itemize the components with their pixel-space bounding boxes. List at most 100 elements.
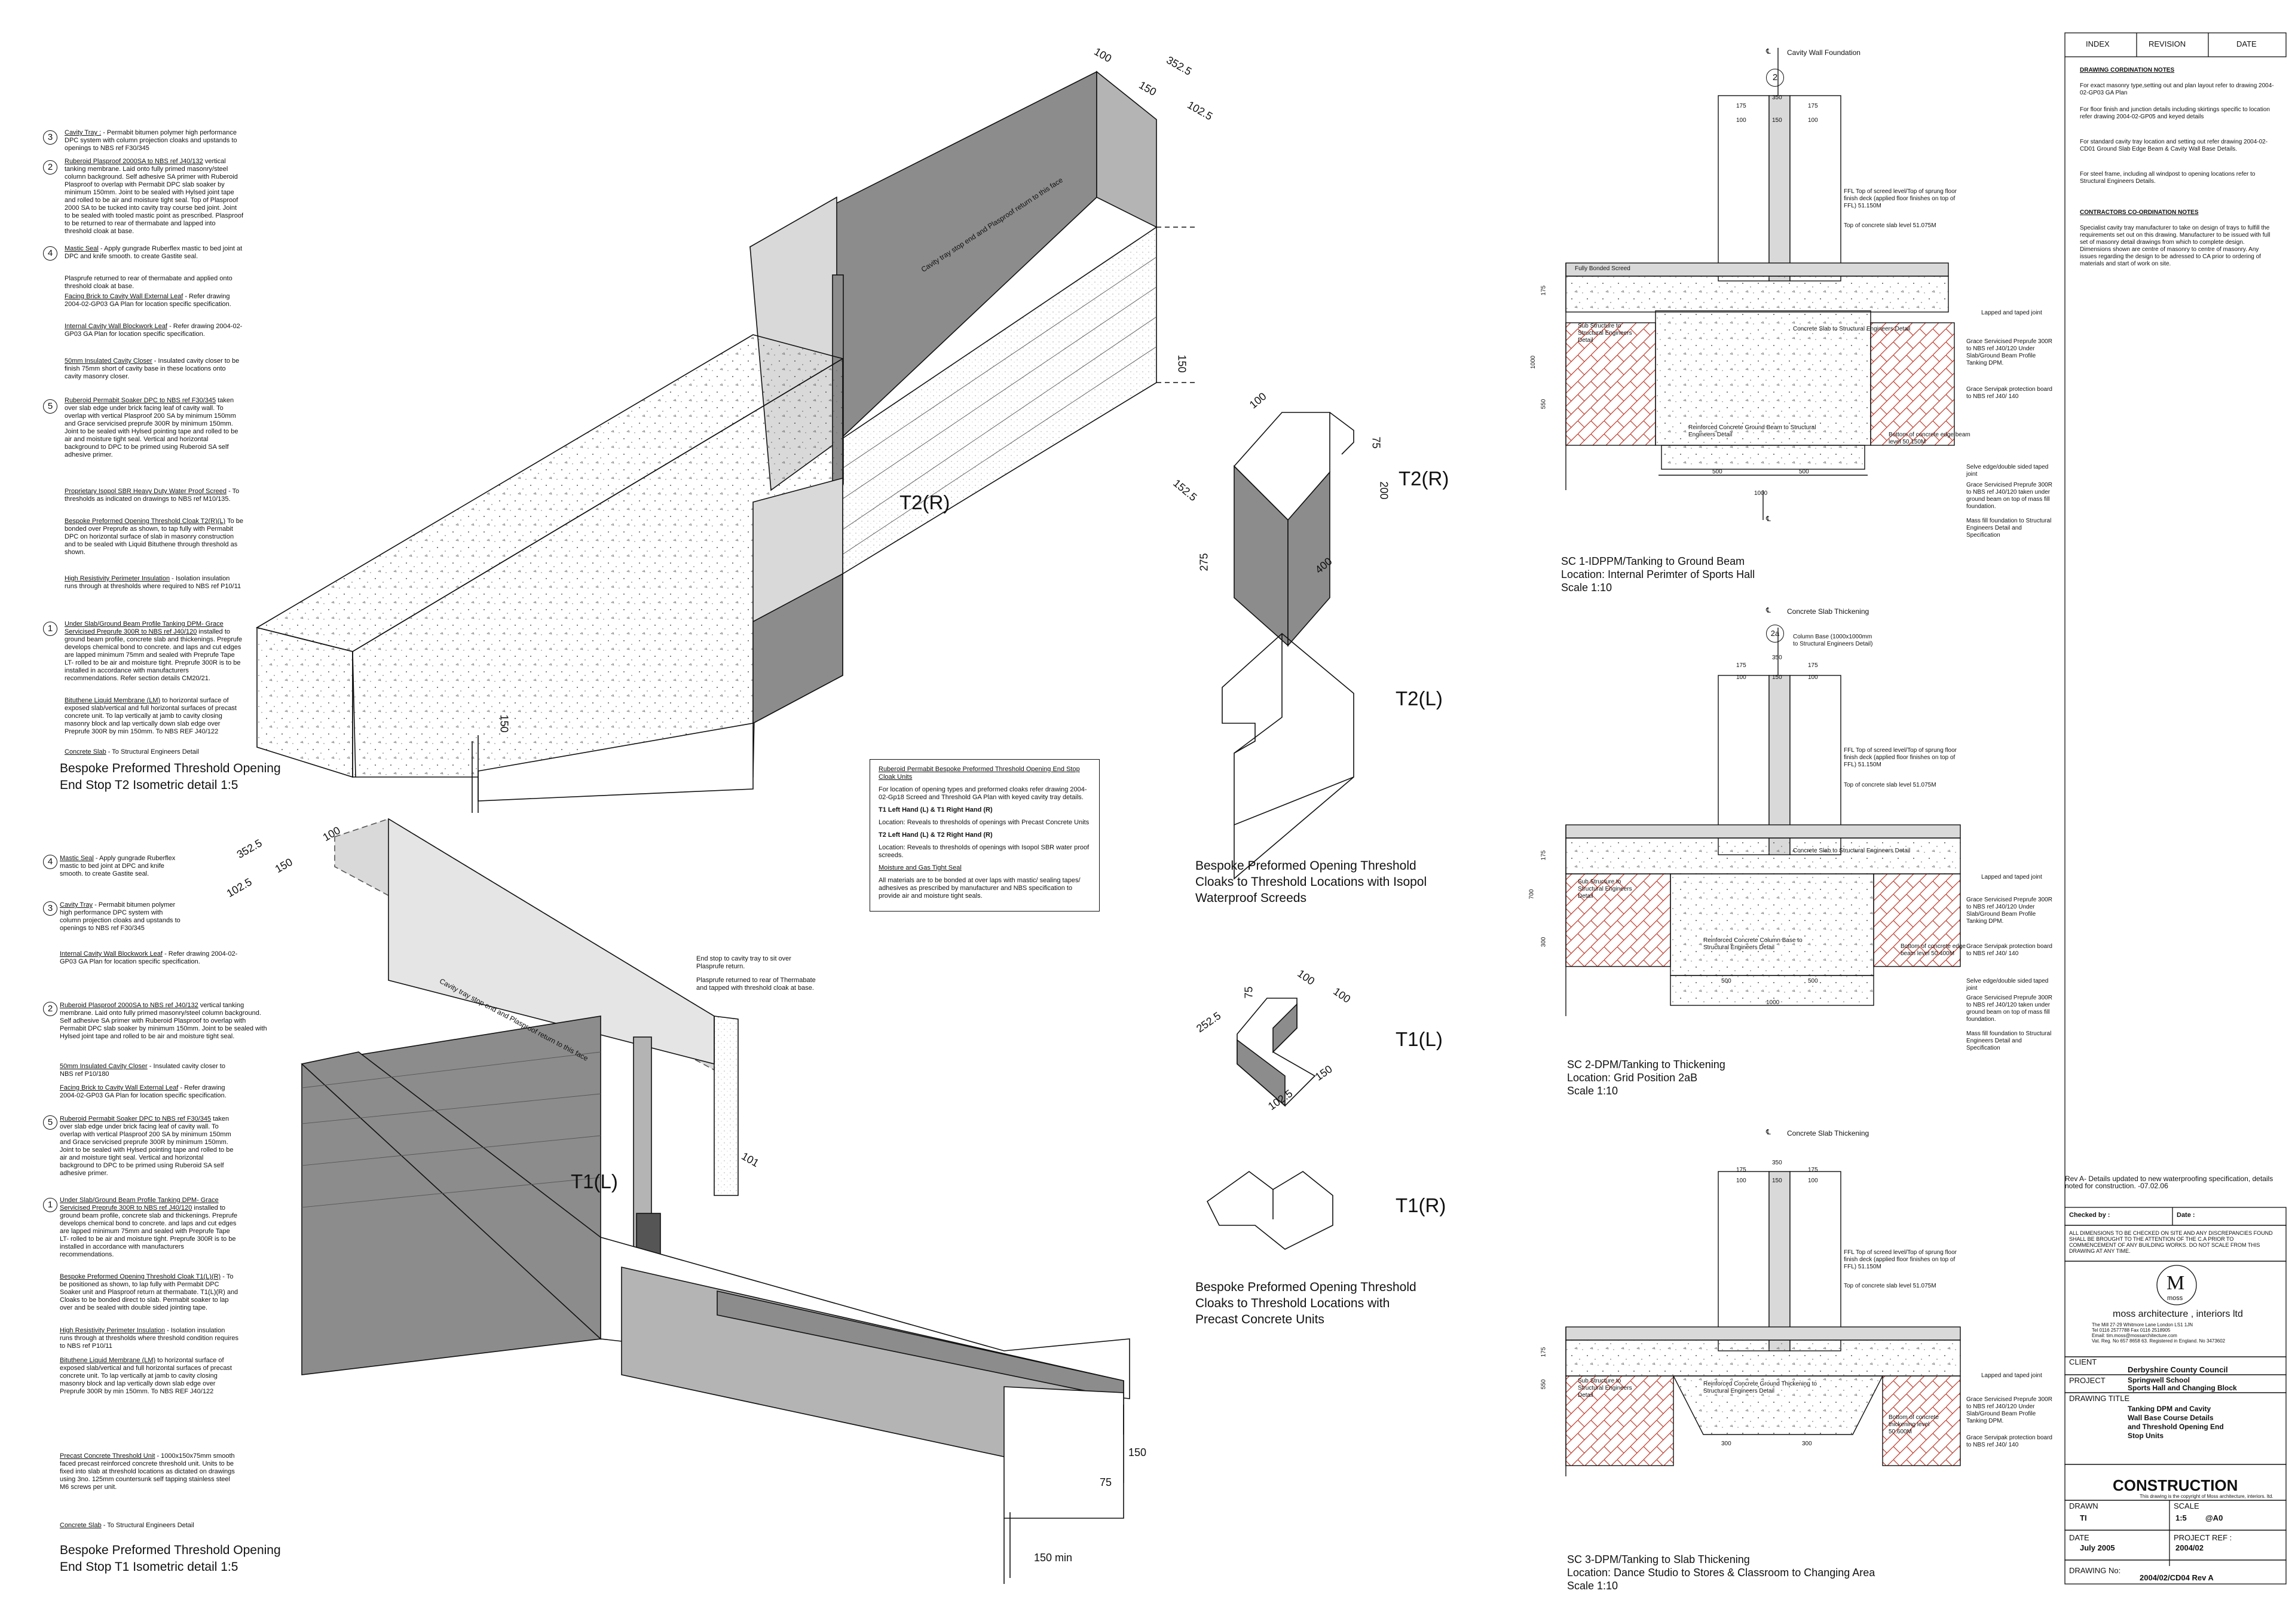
dim-label: 175 — [1808, 1167, 1818, 1173]
iso-t1-side-note: End stop to cavity tray to sit over Plas… — [696, 955, 791, 970]
note-plasprufe-return: Plasprufe returned to rear of thermabate… — [65, 275, 232, 290]
cloak-caption-precast: Bespoke Preformed Opening Threshold Cloa… — [1195, 1280, 1416, 1326]
section-label: Grace Servicised Preprufe 300R to NBS re… — [1966, 897, 2052, 925]
section-label: Grace Servicised Preprufe 300R to NBS re… — [1966, 482, 2052, 510]
section-label: Grace Servicised Preprufe 300R to NBS re… — [1966, 995, 2052, 1023]
note-permabit-soaker: Ruberoid Permabit Soaker DPC to NBS ref … — [65, 397, 238, 458]
cloak-t2r-sketch — [1233, 412, 1354, 647]
drawing-title: and Threshold Opening End — [2128, 1423, 2224, 1431]
note-cavity-tray: Cavity Tray - Permabit bitumen polymer h… — [60, 901, 180, 932]
note-concrete-slab: Concrete Slab - To Structural Engineers … — [60, 1522, 194, 1529]
section-label: Grace Servicised Preprufe 300R to NBS re… — [1966, 338, 2052, 366]
note-number: 5 — [43, 399, 57, 414]
section-label: Top of concrete slab level 51.075M — [1844, 1283, 1936, 1289]
note-under-slab-dpm: Under Slab/Ground Beam Profile Tanking D… — [60, 1197, 238, 1258]
dim-label: 700 — [1528, 889, 1535, 900]
grid-symbol: ℄ — [1766, 1128, 1771, 1136]
dim-label: 275 — [1198, 553, 1210, 571]
project-ref-value: 2004/02 — [2175, 1543, 2204, 1552]
dim-label: 150 min — [1034, 1552, 1073, 1564]
drawn-label: DRAWN — [2069, 1501, 2098, 1510]
note-number: 3 — [43, 901, 57, 916]
client-value: Derbyshire County Council — [2128, 1365, 2228, 1374]
key-notes-box: Ruberoid Permabit Bespoke Preformed Thre… — [870, 759, 1100, 912]
key-notes-text: Location: Reveals to thresholds of openi… — [879, 844, 1090, 859]
section-label: Lapped and taped joint — [1981, 874, 2042, 880]
dim-label: 500 — [1799, 469, 1809, 475]
section-label: FFL Top of screed level/Top of sprung fl… — [1844, 747, 1957, 768]
note-mastic-seal: Mastic Seal - Apply gungrade Ruberflex m… — [65, 245, 243, 260]
scale-paper: @A0 — [2205, 1513, 2223, 1522]
section-label: Fully Bonded Screed — [1575, 265, 1630, 272]
dim-label: 175 — [1736, 103, 1746, 109]
note-number: 5 — [43, 1115, 57, 1130]
cloak-t1l-sketch — [1237, 998, 1316, 1107]
cloak-caption-isopol: Bespoke Preformed Opening Threshold Cloa… — [1195, 859, 1427, 905]
key-notes-heading: Ruberoid Permabit Bespoke Preformed Thre… — [879, 766, 1080, 781]
key-notes-t2-heading: T2 Left Hand (L) & T2 Right Hand (R) — [879, 831, 993, 839]
project-ref-label: PROJECT REF : — [2174, 1533, 2232, 1542]
note-blockwork-leaf: Internal Cavity Wall Blockwork Leaf - Re… — [65, 323, 243, 338]
dim-label: 175 — [1736, 1167, 1746, 1173]
dim-label: 150 — [1772, 674, 1782, 681]
project-value: Springwell School — [2128, 1376, 2190, 1384]
section-label: Bottom of concrete edge beam level 50.15… — [1889, 432, 1970, 445]
note-number: 2 — [43, 160, 57, 175]
section-label: Concrete Slab to Structural Engineers De… — [1793, 848, 1911, 854]
dim-label: 150 — [1128, 1446, 1147, 1458]
key-notes-moisture-heading: Moisture and Gas Tight Seal — [879, 864, 962, 871]
coordination-note: For exact masonry type,setting out and p… — [2080, 82, 2274, 96]
date-value: July 2005 — [2080, 1543, 2115, 1552]
coordination-note: For steel frame, including all windpost … — [2080, 171, 2256, 185]
note-threshold-cloak: Bespoke Preformed Opening Threshold Cloa… — [60, 1273, 238, 1311]
iso-t1-drawing — [301, 818, 1130, 1584]
firm-address: Vat. Reg. No 657 8658 63. Registered in … — [2092, 1338, 2226, 1344]
dim-label: 350 — [1772, 655, 1782, 661]
title-block-frame — [2064, 32, 2287, 1585]
dim-label: 300 — [1802, 1441, 1812, 1447]
dim-label: 100 — [1808, 1178, 1818, 1184]
coordination-note: For standard cavity tray location and se… — [2080, 139, 2268, 152]
iso-t2-drawing — [255, 71, 1195, 813]
dim-label: 175 — [1540, 285, 1547, 296]
logo-letter: M — [2167, 1272, 2185, 1294]
grid-label: Cavity Wall Foundation — [1787, 48, 1861, 57]
section-label: Lapped and taped joint — [1981, 1372, 2042, 1379]
dim-label: 150 — [1772, 1178, 1782, 1184]
section-sc3-caption: SC 3-DPM/Tanking to Slab Thickening Loca… — [1567, 1553, 1875, 1592]
note-isopol-screed: Proprietary Isopol SBR Heavy Duty Water … — [65, 488, 240, 503]
date-label: DATE — [2069, 1533, 2089, 1542]
firm-address: Email: tim.moss@mossarchitecture.com — [2092, 1333, 2177, 1338]
grid-label: Concrete Slab Thickening — [1787, 1129, 1869, 1137]
note-cavity-tray: Cavity Tray : - Permabit bitumen polymer… — [65, 129, 237, 152]
client-label: CLIENT — [2069, 1357, 2097, 1366]
section-sc2-caption: SC 2-DPM/Tanking to Thickening Location:… — [1567, 1059, 1725, 1097]
note-number: 4 — [43, 246, 57, 261]
dim-label: 75 — [1243, 986, 1255, 999]
dim-label: 500 — [1721, 978, 1731, 984]
section-label: Top of concrete slab level 51.075M — [1844, 782, 1936, 788]
grid-number: 2 — [1766, 69, 1784, 87]
dim-label: 100 — [1808, 117, 1818, 124]
grid-label: Concrete Slab Thickening — [1787, 607, 1869, 616]
drawing-title: Stop Units — [2128, 1432, 2164, 1440]
section-label: Reinforced Concrete Column Base to Struc… — [1703, 937, 1803, 951]
iso-t1-tag: T1(L) — [571, 1170, 618, 1192]
section-label: Bottom of concrete thickening level 50.6… — [1889, 1414, 1939, 1435]
section-label: Grace Servicised Preprufe 300R to NBS re… — [1966, 1396, 2052, 1424]
dim-label: 75 — [1100, 1476, 1112, 1488]
iso-t2-title: Bespoke Preformed Threshold Opening End … — [60, 761, 281, 792]
coordination-note: For floor finish and junction details in… — [2080, 106, 2270, 120]
drawing-title: Wall Base Course Details — [2128, 1414, 2214, 1422]
key-notes-text: Location: Reveals to thresholds of openi… — [879, 819, 1090, 826]
contractor-note: Specialist cavity tray manufacturer to t… — [2080, 225, 2270, 267]
section-label: Bottom of concrete edge beam level 50.40… — [1901, 943, 1966, 957]
note-mastic-seal: Mastic Seal - Apply gungrade Ruberflex m… — [60, 855, 176, 877]
grid-symbol: ℄ — [1766, 47, 1771, 56]
section-sc2 — [1565, 628, 1961, 1016]
note-number: 1 — [43, 1198, 57, 1212]
section-label: Column Base (1000x1000mm — [1793, 634, 1872, 640]
dim-label: 550 — [1540, 1379, 1547, 1390]
note-facing-brick: Facing Brick to Cavity Wall External Lea… — [60, 1084, 227, 1099]
